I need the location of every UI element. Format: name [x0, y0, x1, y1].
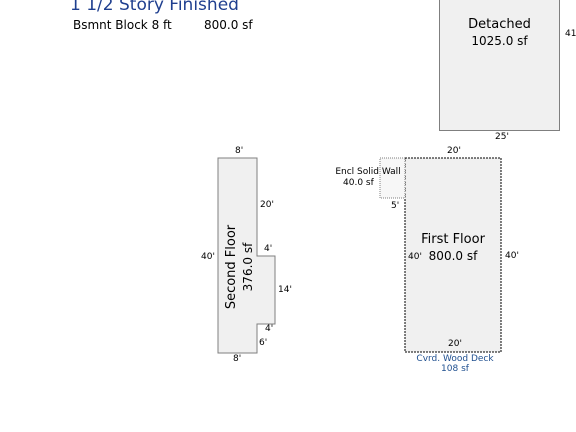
second-floor-dim-notch-bottom: 4' [265, 324, 274, 334]
second-floor-label: Second Floor 376.0 sf [223, 217, 257, 317]
first-floor-name: First Floor [421, 232, 485, 247]
encl-wall-dim: 5' [391, 201, 400, 211]
detached-label: Detached 1025.0 sf [439, 16, 560, 49]
first-floor-label: First Floor 800.0 sf [405, 231, 501, 264]
first-floor-dim-bottom: 20' [448, 339, 462, 349]
encl-wall-area: 40.0 sf [343, 178, 374, 188]
first-floor-outline [404, 157, 502, 353]
second-floor-dim-lower-right: 6' [259, 338, 268, 348]
encl-wall-outline [379, 157, 406, 199]
first-floor-dim-top: 20' [447, 146, 461, 156]
second-floor-outline [217, 157, 276, 354]
deck-area: 108 sf [441, 364, 469, 374]
detached-dim-right: 41 [565, 29, 576, 39]
second-floor-dim-top: 8' [235, 146, 244, 156]
first-floor-dim-right: 40' [505, 251, 519, 261]
second-floor-dim-left: 40' [201, 252, 215, 262]
detached-name: Detached [468, 17, 531, 32]
detached-building [439, 0, 560, 131]
detached-area: 1025.0 sf [471, 34, 528, 48]
page-title: 1 1/2 Story Finished [70, 0, 239, 15]
second-floor-dim-upper-right: 20' [260, 200, 274, 210]
first-floor-area: 800.0 sf [428, 249, 478, 263]
basement-label: Bsmnt Block 8 ft [73, 18, 172, 32]
second-floor-dim-notch-top: 4' [264, 244, 273, 254]
deck-name: Cvrd. Wood Deck [416, 354, 494, 364]
second-floor-dim-notch-right: 14' [278, 285, 292, 295]
basement-area: 800.0 sf [204, 18, 253, 32]
second-floor-area: 376.0 sf [241, 242, 255, 292]
second-floor-dim-bottom: 8' [233, 354, 242, 364]
deck-label: Cvrd. Wood Deck 108 sf [405, 354, 505, 374]
detached-dim-bottom: 25' [495, 132, 509, 142]
first-floor-dim-left: 40' [408, 252, 422, 262]
encl-wall-name: Encl Solid Wall [335, 167, 401, 177]
second-floor-name: Second Floor [224, 224, 239, 310]
encl-wall-label: Encl Solid Wall 40.0 sf [331, 167, 405, 189]
